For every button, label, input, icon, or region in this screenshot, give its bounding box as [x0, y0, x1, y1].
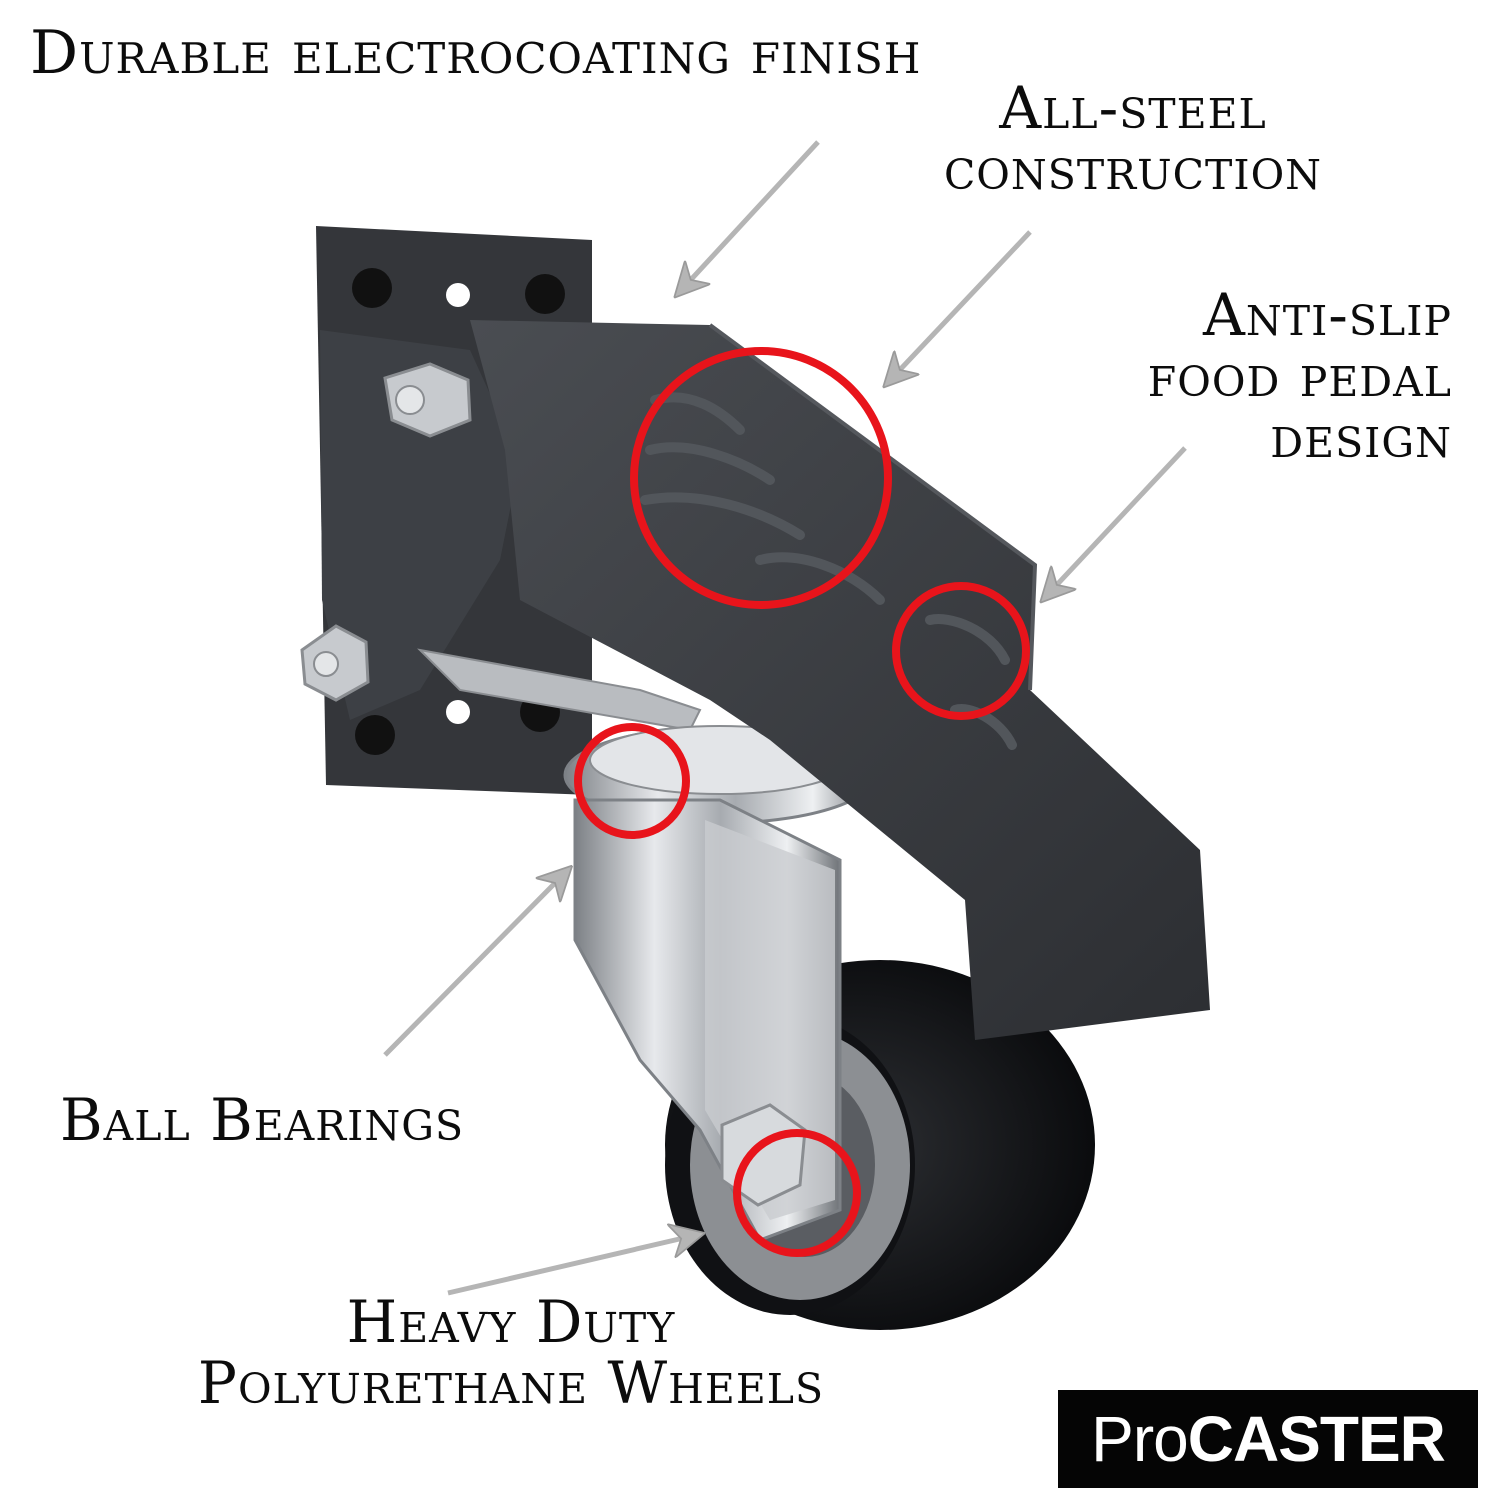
steel-top-plate: [417, 648, 702, 732]
wheels-annotation: Heavy Duty Polyurethane Wheels: [195, 1292, 827, 1414]
wheels-annotation-line: Heavy Duty: [346, 1288, 676, 1356]
steel-annotation-line: construction: [943, 134, 1323, 203]
bearings-annotation-line: Ball Bearings: [60, 1086, 465, 1154]
bolt-top: [383, 362, 472, 438]
bearings-annotation: Ball Bearings: [60, 1090, 464, 1151]
callout-arrow: [383, 878, 560, 1057]
highlight-circle: [892, 582, 1030, 720]
callout-arrow: [447, 1237, 688, 1296]
callout-arrow: [1052, 446, 1187, 590]
pedal-annotation-line: food pedal: [1147, 341, 1452, 410]
callout-arrow: [895, 230, 1032, 375]
highlight-circle: [574, 723, 690, 839]
wheels-annotation-line: Polyurethane Wheels: [197, 1348, 825, 1417]
finish-annotation-line: Durable electrocoating finish: [30, 18, 922, 88]
side-bracket: [320, 330, 520, 720]
steel-annotation: All-steel construction: [938, 78, 1328, 200]
highlight-circle: [630, 347, 892, 609]
highlight-circle: [733, 1129, 861, 1257]
foot-pedal: [470, 320, 1210, 1040]
finish-annotation: Durable electrocoating finish: [30, 22, 921, 85]
steel-annotation-line: All-steel: [999, 74, 1267, 142]
callout-arrow: [686, 140, 820, 285]
axle-bolt: [720, 1103, 807, 1207]
pedal-annotation-line: design: [1270, 402, 1452, 471]
pedal-annotation: Anti-slip food pedal design: [1148, 285, 1452, 468]
bolt-bottom: [300, 624, 370, 702]
pedal-annotation-line: Anti-slip: [1203, 281, 1452, 349]
logo-brand: CASTER: [1187, 1403, 1446, 1475]
logo-prefix: Pro: [1091, 1403, 1189, 1475]
